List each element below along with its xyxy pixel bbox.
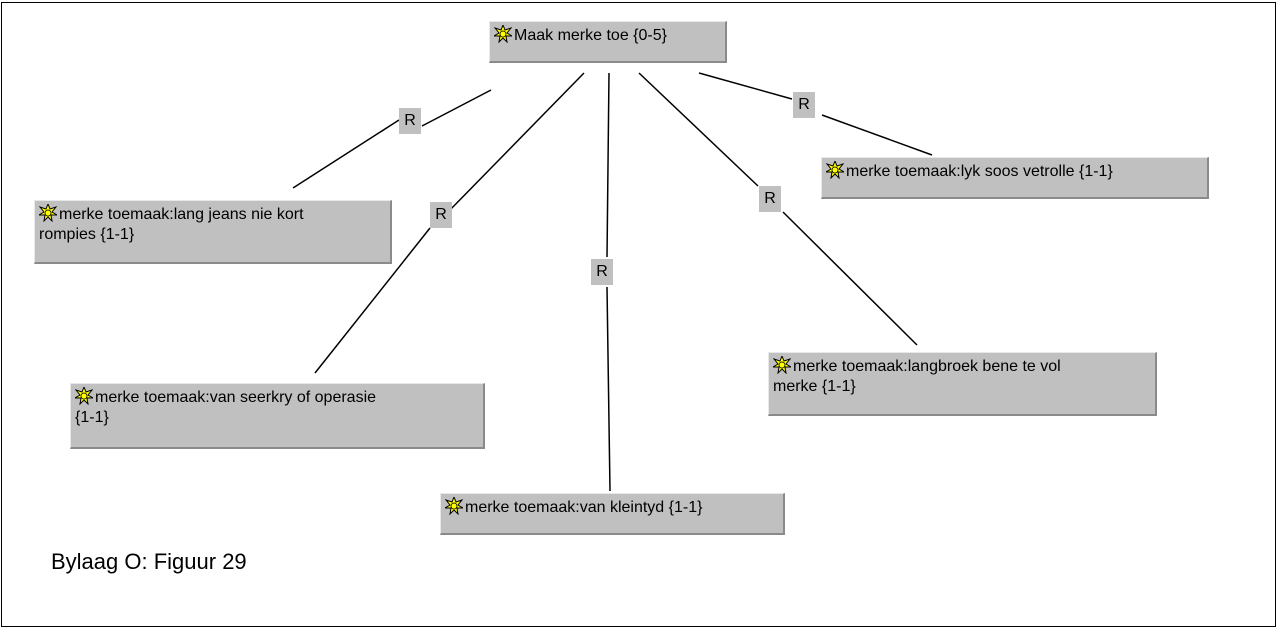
node-line-1: merke toemaak:lang jeans nie kort — [37, 202, 386, 225]
relation-label: R — [399, 108, 421, 134]
child-node-langbroek[interactable]: merke toemaak:langbroek bene te vol merk… — [768, 352, 1157, 416]
node-label-line1: merke toemaak:van seerkry of operasie — [95, 389, 377, 406]
connector-lines — [292, 72, 933, 492]
star-badge-icon — [824, 159, 846, 180]
node-label-line1: merke toemaak:langbroek bene te vol — [793, 358, 1061, 375]
star-badge-icon — [443, 495, 465, 516]
figure-caption: Bylaag O: Figuur 29 — [51, 549, 247, 574]
connector-line — [821, 114, 933, 156]
relation-label: R — [793, 92, 815, 118]
child-node-vetrolle[interactable]: merke toemaak:lyk soos vetrolle {1-1} — [821, 157, 1209, 199]
star-badge-icon — [492, 23, 514, 44]
node-label-line1: merke toemaak:van kleintyd {1-1} — [465, 499, 703, 516]
connector-line — [606, 286, 611, 492]
star-badge-icon — [771, 354, 793, 375]
node-label-line1: merke toemaak:lyk soos vetrolle {1-1} — [846, 163, 1113, 180]
star-badge-icon — [73, 385, 95, 406]
child-node-kleintyd[interactable]: merke toemaak:van kleintyd {1-1} — [440, 493, 785, 535]
connector-line — [446, 72, 585, 214]
connector-line — [606, 72, 610, 258]
root-node-label: Maak merke toe {0-5} — [514, 27, 667, 44]
node-label-line2: {1-1} — [75, 409, 109, 426]
connector-line — [698, 72, 793, 100]
connector-line — [782, 211, 918, 346]
root-node[interactable]: Maak merke toe {0-5} — [489, 21, 727, 63]
connector-line — [314, 227, 431, 374]
connector-line — [292, 119, 400, 189]
relation-label: R — [591, 259, 613, 285]
node-line-1: merke toemaak:langbroek bene te vol — [771, 354, 1151, 377]
node-line-1: merke toemaak:van seerkry of operasie — [73, 385, 479, 408]
node-label-line2: merke {1-1} — [773, 378, 856, 395]
relation-label: R — [759, 186, 781, 212]
connector-line — [638, 72, 759, 187]
relation-label: R — [430, 202, 452, 228]
node-label-line1: merke toemaak:lang jeans nie kort — [59, 206, 304, 223]
child-node-lang-jeans[interactable]: merke toemaak:lang jeans nie kort rompie… — [34, 200, 392, 264]
connector-line — [421, 89, 492, 127]
child-node-seerkry[interactable]: merke toemaak:van seerkry of operasie {1… — [70, 383, 485, 449]
node-label-line2: rompies {1-1} — [39, 226, 135, 243]
star-badge-icon — [37, 202, 59, 223]
